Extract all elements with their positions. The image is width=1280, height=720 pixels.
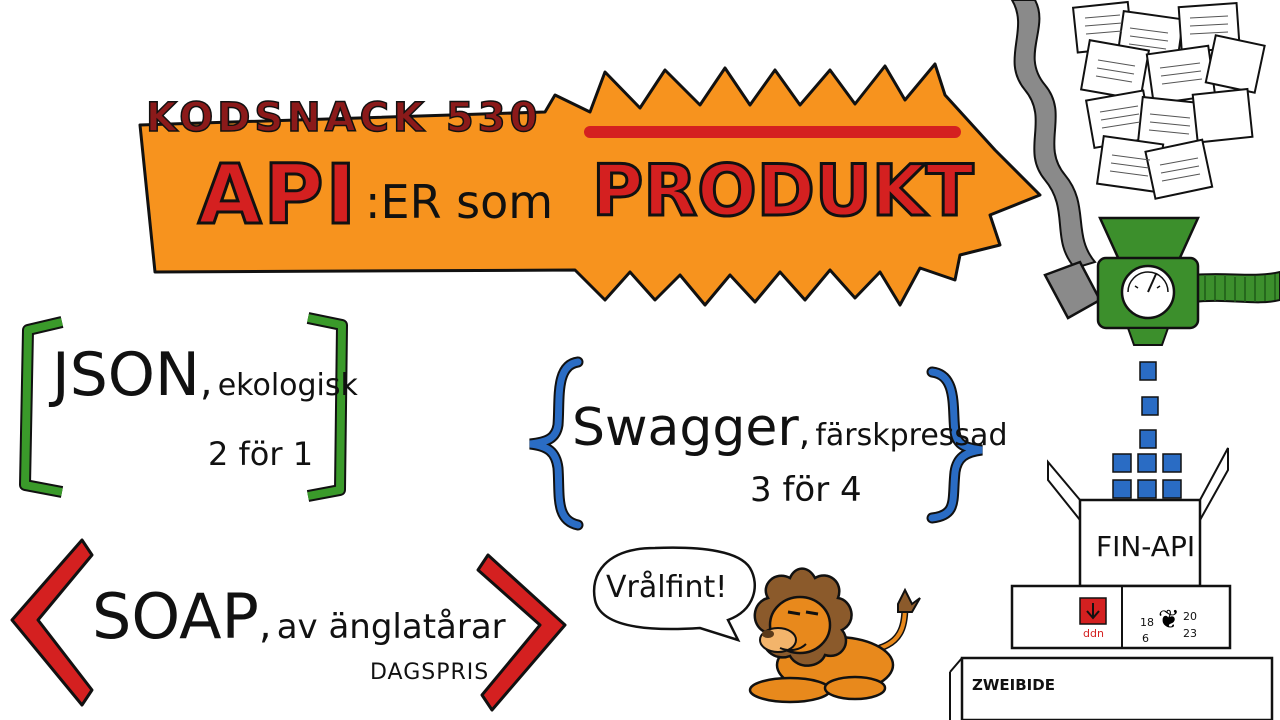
swagger-comma: , [798, 413, 811, 454]
crate-year-2: 20 [1183, 610, 1197, 623]
json-name: JSON [52, 340, 200, 410]
json-comma: , [199, 359, 213, 405]
crate-year-3: 6 [1142, 632, 1149, 645]
title-produkt: PRODUKT [591, 149, 976, 234]
swagger-quality: färskpressad [815, 418, 1008, 453]
json-quality: ekologisk [217, 368, 358, 403]
box-label: FIN-API [1096, 530, 1196, 563]
json-deal: 2 för 1 [208, 435, 314, 473]
soap-line: SOAP, av änglatårar [92, 580, 506, 653]
soap-deal: DAGSPRIS [370, 660, 490, 685]
swagger-line: Swagger, färskpressad [572, 398, 1008, 458]
swagger-deal: 3 för 4 [750, 470, 862, 510]
swagger-name: Swagger [572, 398, 799, 458]
speech-bubble-text: Vrålfint! [606, 570, 728, 605]
bottom-crate-label: ZWEIBIDE [972, 676, 1055, 694]
title-api: API [196, 147, 359, 245]
title-er-som: :ER som [365, 175, 554, 229]
soap-quality: av änglatårar [276, 607, 506, 647]
crate-seal-icon: ❦ [1158, 605, 1180, 635]
crate-year-4: 23 [1183, 627, 1197, 640]
json-line: JSON, ekologisk [52, 340, 358, 410]
soap-name: SOAP [92, 580, 259, 653]
episode-label: KODSNACK 530 [145, 94, 542, 142]
crate-year-1: 18 [1140, 616, 1154, 629]
soap-comma: , [258, 602, 272, 648]
crate-brand: ddn [1083, 627, 1104, 640]
